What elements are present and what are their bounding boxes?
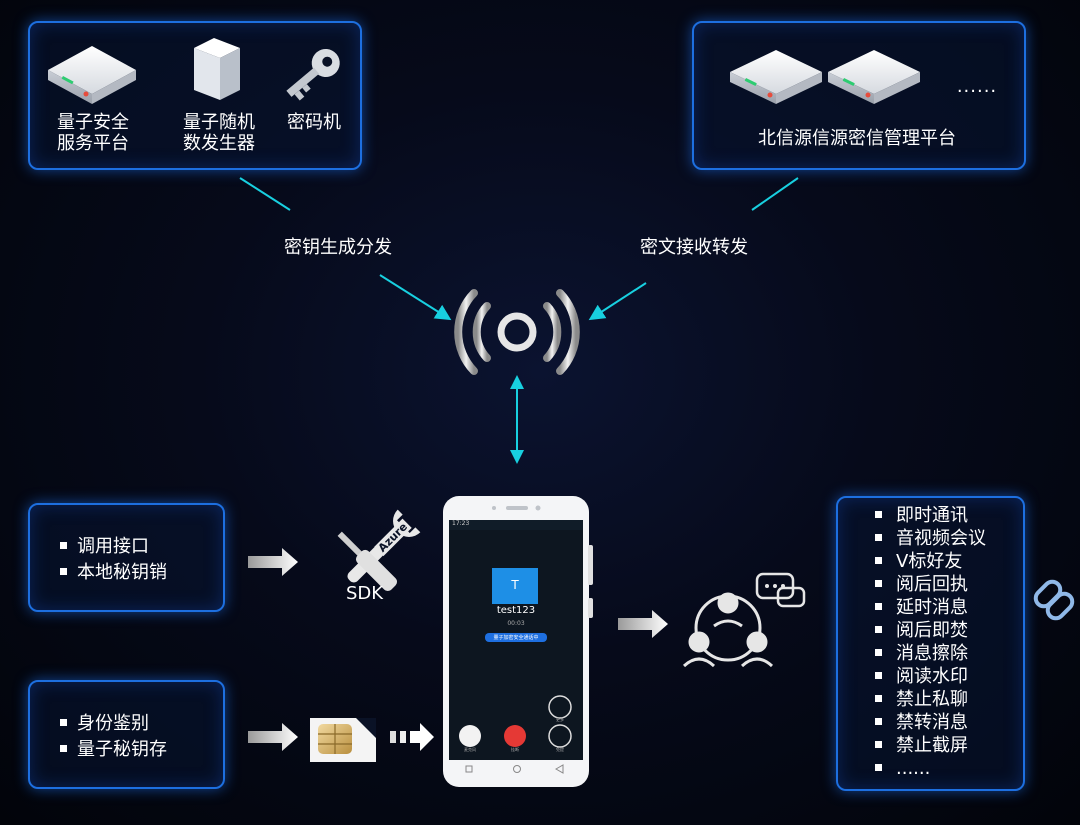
feature-item: 阅后即焚 bbox=[875, 620, 968, 642]
quantum-service-label: 量子安全服务平台 bbox=[57, 112, 129, 154]
phone-avatar-letter: T bbox=[511, 578, 519, 592]
server-icon bbox=[48, 46, 136, 104]
feature-item: V标好友 bbox=[875, 551, 962, 573]
cipher-machine-label: 密码机 bbox=[287, 112, 341, 133]
phone-more-button[interactable]: 更多 bbox=[556, 717, 564, 722]
more-servers-ellipsis: ...... bbox=[956, 76, 998, 97]
feature-item: 阅后回执 bbox=[875, 574, 968, 596]
signal-icon bbox=[454, 289, 580, 375]
phone-hangup-button[interactable]: 挂断 bbox=[511, 747, 519, 752]
feature-item: 阅读水印 bbox=[875, 666, 968, 688]
sync-arrow bbox=[510, 375, 524, 464]
features-panel bbox=[836, 496, 1025, 791]
server-icon bbox=[828, 50, 920, 104]
feature-item: 消息擦除 bbox=[875, 643, 968, 665]
phone-call-timer: 00:03 bbox=[507, 620, 525, 627]
flow-arrows bbox=[239, 177, 799, 321]
sim-card-icon bbox=[310, 718, 376, 762]
feature-item: 音视频会议 bbox=[875, 528, 986, 550]
phone-status-time: 17:23 bbox=[452, 520, 470, 527]
list-item: 量子秘钥存 bbox=[60, 737, 167, 763]
flow-arrows bbox=[248, 548, 668, 751]
left-panel-1 bbox=[28, 503, 225, 612]
list-item: 本地秘钥销 bbox=[60, 560, 167, 586]
sdk-label: SDK bbox=[346, 583, 384, 604]
feature-item: 即时通讯 bbox=[875, 505, 968, 527]
left-panel-2 bbox=[28, 680, 225, 789]
phone-mute-button[interactable]: 麦克风 bbox=[464, 747, 476, 752]
box-icon bbox=[194, 38, 240, 100]
random-generator-label: 量子随机数发生器 bbox=[183, 112, 255, 154]
feature-item: 延时消息 bbox=[875, 597, 968, 619]
feature-item: ...... bbox=[875, 758, 930, 780]
server-icon bbox=[730, 50, 822, 104]
feature-item: 禁转消息 bbox=[875, 712, 968, 734]
management-platform-label: 北信源信源密信管理平台 bbox=[758, 128, 956, 149]
feature-item: 禁止截屏 bbox=[875, 735, 968, 757]
group-chat-icon bbox=[682, 572, 806, 668]
list-item: 身份鉴别 bbox=[60, 711, 149, 737]
cipher-forward-label: 密文接收转发 bbox=[640, 237, 748, 258]
phone-contact-name: test123 bbox=[496, 605, 536, 616]
feature-item: 禁止私聊 bbox=[875, 689, 968, 711]
phone-secure-badge: 量子加密安全通话中 bbox=[493, 635, 539, 641]
smartphone bbox=[443, 496, 593, 787]
phone-speaker-button[interactable]: 免提 bbox=[556, 747, 564, 752]
key-icon bbox=[286, 49, 340, 101]
link-icon bbox=[1033, 579, 1075, 621]
list-item: 调用接口 bbox=[60, 534, 149, 560]
key-distribution-label: 密钥生成分发 bbox=[284, 237, 392, 258]
sdk-tool-icon bbox=[337, 509, 421, 592]
